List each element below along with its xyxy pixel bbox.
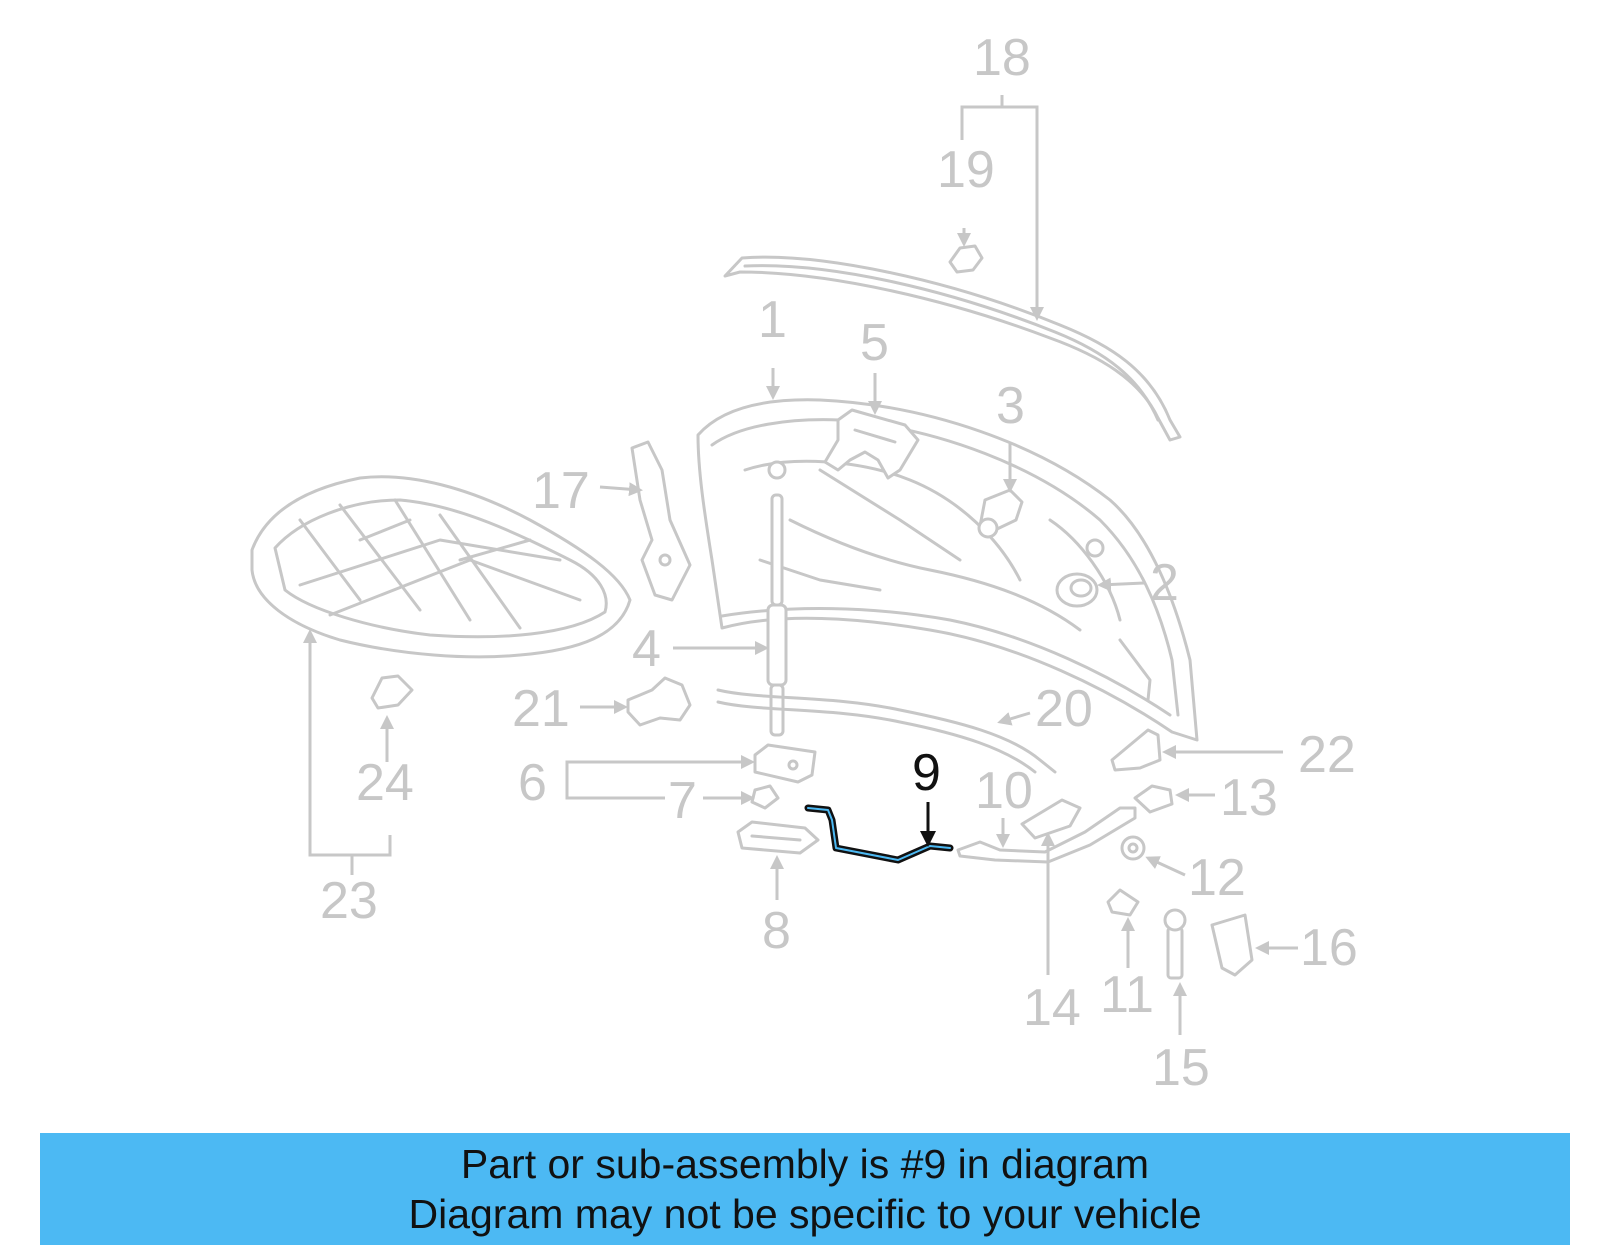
release-cable-part-20 [716,688,1057,774]
callout-2: 2 [1150,554,1179,612]
clip-part-7 [750,784,780,810]
callout-8: 8 [762,902,791,960]
hood-hole [1085,538,1105,558]
insulator-pad-part-23 [250,475,632,659]
callout-19: 19 [937,141,995,199]
parts-diagram: 18 19 1 5 3 17 2 4 21 20 22 24 6 7 9 10 … [250,29,1358,1097]
pin-part-15 [1163,908,1187,980]
callout-5: 5 [860,314,889,372]
callout-14: 14 [1023,979,1081,1037]
callout-labels: 18 19 1 5 3 17 2 4 21 20 22 24 6 7 9 10 … [320,29,1358,1097]
callout-24: 24 [356,754,414,812]
callout-17: 17 [532,462,590,520]
latch-part-5 [823,408,920,480]
banner-line-2: Diagram may not be specific to your vehi… [408,1191,1202,1237]
leader-lines [303,95,1298,1035]
bumper-part-2 [1055,572,1099,608]
grommet-part-3 [977,488,1024,539]
callout-18: 18 [973,29,1031,87]
latch-block-part-6 [753,743,817,784]
callout-22: 22 [1298,726,1356,784]
callout-6: 6 [518,754,547,812]
fastener-part-13 [1133,784,1174,814]
bracket-part-21 [626,676,692,727]
clip-part-11 [1106,888,1140,917]
callout-10: 10 [975,762,1033,820]
callout-16: 16 [1300,919,1358,977]
banner-line-1: Part or sub-assembly is #9 in diagram [460,1141,1150,1187]
info-banner: Part or sub-assembly is #9 in diagram Di… [40,1133,1570,1245]
callout-1: 1 [758,291,787,349]
callout-13: 13 [1220,769,1278,827]
bracket-part-14 [1020,798,1082,840]
bracket-part-22 [1110,728,1162,772]
clip-part-19 [948,244,984,274]
callout-12: 12 [1188,849,1246,907]
callout-20: 20 [1035,680,1093,738]
release-handle-part-10 [956,806,1137,864]
callout-21: 21 [512,680,570,738]
hinge-part-17 [630,440,692,602]
callout-15: 15 [1152,1039,1210,1097]
callout-4: 4 [632,620,661,678]
pad-part-8 [736,820,820,855]
callout-3: 3 [996,377,1025,435]
callout-23: 23 [320,872,378,930]
cover-part-16 [1210,913,1254,977]
nut-part-12 [1120,835,1146,861]
clip-part-24 [370,674,414,710]
callout-9[interactable]: 9 [912,744,941,802]
weatherstrip-part [723,255,1182,442]
hood-panel-part [696,398,1199,742]
callout-11: 11 [1100,966,1154,1024]
strut-part-4 [766,460,788,737]
callout-7: 7 [668,772,697,830]
